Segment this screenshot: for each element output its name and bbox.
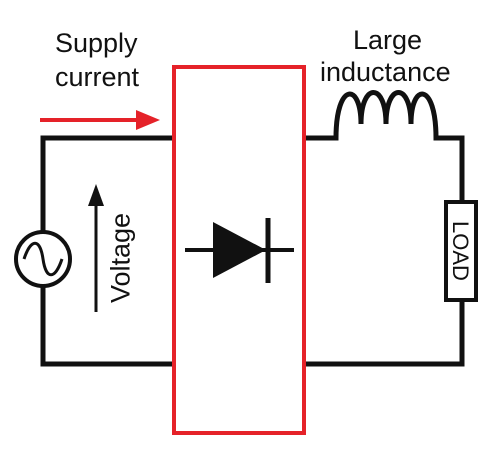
load-resistor-icon [444,200,478,302]
supply-current-label-line2: current [55,62,140,92]
diode-icon [185,218,294,283]
device-box [172,65,306,435]
wire-bottom-right [303,297,465,367]
voltage-arrow-icon [88,184,104,312]
circuit-wires [40,135,465,367]
voltage-label: Voltage [105,212,136,304]
ac-source-icon [14,230,72,288]
wire-bottom-left [40,283,175,367]
load-label: LOAD [448,221,473,281]
large-inductance-label-line2: inductance [320,57,451,87]
inductor-icon [333,90,439,139]
supply-current-label-line1: Supply [55,28,138,58]
wire-top-left [40,135,175,235]
wire-right-to-load [433,135,465,205]
large-inductance-label-line1: Large [353,25,423,55]
current-arrow-icon [40,110,160,130]
